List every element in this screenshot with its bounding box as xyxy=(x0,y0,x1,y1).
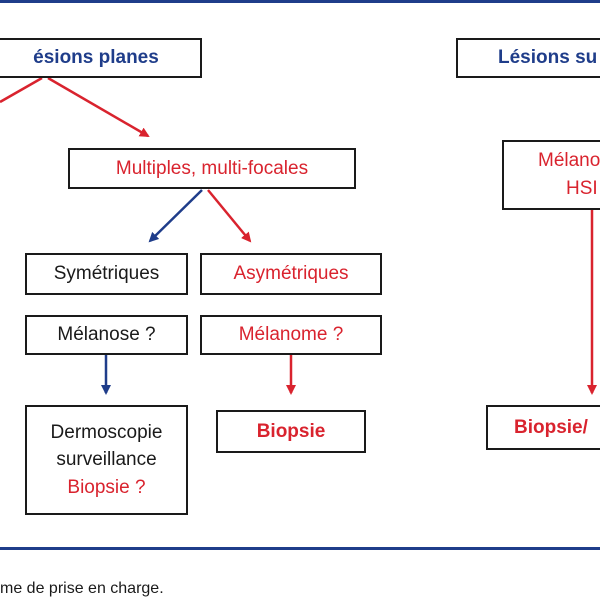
melanose-label: Mélanose ? xyxy=(57,324,156,346)
right-middle-line1: Mélano xyxy=(538,150,600,172)
figure-caption: me de prise en charge. xyxy=(0,580,164,597)
melanome-label: Mélanome ? xyxy=(238,324,344,346)
arrow-header-to-left-offscreen xyxy=(0,76,43,104)
biopsie-box: Biopsie xyxy=(216,410,366,453)
biopsie-label: Biopsie xyxy=(256,420,326,442)
asymetriques-box: Asymétriques xyxy=(200,253,382,295)
top-border-line xyxy=(0,0,600,3)
right-middle-box: Mélano HSI xyxy=(502,140,600,210)
multiples-box: Multiples, multi-focales xyxy=(68,148,356,189)
dermoscopie-line2: surveillance xyxy=(56,449,157,471)
left-header-label: ésions planes xyxy=(33,47,159,69)
melanose-box: Mélanose ? xyxy=(25,315,188,355)
dermoscopie-line1: Dermoscopie xyxy=(50,421,163,443)
right-header-label: Lésions su xyxy=(498,47,598,69)
right-header-box: Lésions su xyxy=(456,38,600,78)
dermoscopie-box: Dermoscopie surveillance Biopsie ? xyxy=(25,405,188,515)
multiples-label: Multiples, multi-focales xyxy=(115,157,309,179)
symetriques-box: Symétriques xyxy=(25,253,188,295)
arrow-multiples-to-symetriques xyxy=(148,189,203,243)
right-bottom-label: Biopsie/ xyxy=(514,416,588,438)
right-bottom-box: Biopsie/ xyxy=(486,405,600,450)
dermoscopie-line3: Biopsie ? xyxy=(67,476,146,498)
arrow-header-to-multiples xyxy=(47,76,150,138)
symetriques-label: Symétriques xyxy=(53,263,160,285)
asymetriques-label: Asymétriques xyxy=(233,263,349,285)
arrow-multiples-to-asymetriques xyxy=(207,189,252,243)
right-middle-line2: HSI xyxy=(566,178,598,199)
bottom-border-line xyxy=(0,547,600,550)
left-header-box: ésions planes xyxy=(0,38,202,78)
melanome-box: Mélanome ? xyxy=(200,315,382,355)
